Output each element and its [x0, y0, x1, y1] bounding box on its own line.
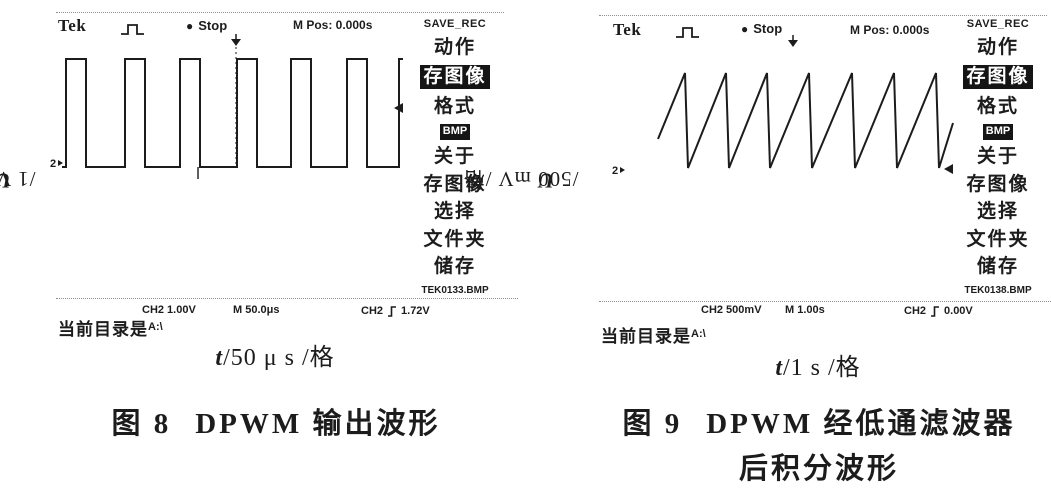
trigger-level-value: 1.72V	[401, 305, 430, 317]
oscilloscope-screenshot-fig9: Tek ● Stop M Pos: 0.000s SAVE_REC 动作 存图像…	[463, 10, 1051, 498]
m-pos-readout: M Pos: 0.000s	[850, 23, 930, 37]
menu-item-select-folder-line2: 文件夹	[966, 228, 1030, 250]
menu-file-name: TEK0138.BMP	[964, 284, 1032, 296]
menu-title: SAVE_REC	[966, 18, 1030, 30]
x-axis-scale: /50 μ s /格	[223, 345, 335, 371]
channel-scale-readout: CH2 500mV	[701, 304, 762, 316]
m-pos-readout: M Pos: 0.000s	[293, 18, 373, 32]
trigger-readout: CH2 1.72V	[361, 304, 430, 318]
run-state-label: Stop	[753, 21, 783, 36]
rising-edge-icon	[931, 306, 940, 317]
figure-title-line2: 后积分波形	[738, 452, 899, 485]
oscilloscope-screenshot-fig8: Tek ● Stop M Pos: 0.000s SAVE_REC 动作 存图像…	[0, 10, 535, 498]
x-axis-scale: /1 s /格	[782, 355, 861, 381]
save-rec-menu: SAVE_REC 动作 存图像 格式 BMP 关于 存图像 选择 文件夹 储存 …	[935, 18, 1051, 296]
screen-top-dotted-border	[56, 12, 504, 13]
menu-item-action: 动作	[433, 36, 476, 58]
trigger-readout: CH2 0.00V	[904, 304, 973, 318]
menu-item-about-line2: 存图像	[423, 173, 487, 195]
menu-item-about-line2: 存图像	[966, 173, 1030, 195]
menu-item-format: 格式	[433, 95, 476, 117]
figure-title-line1: DPWM 输出波形	[195, 408, 441, 440]
menu-item-select-line1: 选择	[433, 201, 476, 223]
x-axis-variable: t	[215, 345, 224, 371]
tek-logo: Tek	[58, 16, 87, 35]
figure-caption: 图 9 DPWM 经低通滤波器 后积分波形	[563, 402, 1051, 492]
stop-dot-icon: ●	[186, 18, 194, 33]
menu-item-format: 格式	[976, 95, 1019, 117]
menu-item-about-line1: 关于	[976, 146, 1019, 168]
menu-file-name: TEK0133.BMP	[421, 284, 489, 296]
save-rec-menu: SAVE_REC 动作 存图像 格式 BMP 关于 存图像 选择 文件夹 储存 …	[392, 18, 518, 296]
screen-bottom-dotted-border	[56, 298, 518, 299]
pulse-icon	[120, 21, 146, 42]
timebase-readout: M 1.00s	[785, 304, 825, 316]
current-directory-status: 当前目录是A:\	[601, 322, 706, 347]
tek-logo: Tek	[613, 20, 642, 39]
trigger-level-value: 0.00V	[944, 305, 973, 317]
acquisition-status: ● Stop	[186, 18, 227, 33]
figure-number: 图 8	[111, 408, 172, 440]
figure-title-line1: DPWM 经低通滤波器	[706, 408, 1016, 440]
directory-path: A:\	[148, 321, 163, 333]
current-directory-label: 当前目录是	[58, 320, 148, 339]
figure-caption: 图 8 DPWM 输出波形	[20, 402, 532, 447]
pulse-icon	[675, 24, 701, 45]
menu-item-save-image-selected: 存图像	[963, 65, 1033, 90]
directory-path: A:\	[691, 328, 706, 340]
acquisition-status: ● Stop	[741, 21, 782, 36]
current-directory-label: 当前目录是	[601, 327, 691, 346]
menu-item-select-folder-line2: 文件夹	[423, 228, 487, 250]
x-axis-label: t/1 s /格	[623, 347, 1013, 382]
menu-item-store: 储存	[976, 256, 1019, 278]
stop-dot-icon: ●	[741, 21, 749, 36]
menu-title: SAVE_REC	[423, 18, 487, 30]
rising-edge-icon	[388, 306, 397, 317]
timebase-readout: M 50.0μs	[233, 304, 280, 316]
screen-bottom-dotted-border	[599, 301, 1051, 302]
menu-item-about-line1: 关于	[433, 146, 476, 168]
bottom-readout-row: CH2 1.00V M 50.0μs CH2 1.72V	[20, 304, 535, 320]
run-state-label: Stop	[198, 18, 228, 33]
figure-number: 图 9	[622, 408, 683, 440]
x-axis-label: t/50 μ s /格	[80, 337, 470, 372]
bottom-readout-row: CH2 500mV M 1.00s CH2 0.00V	[563, 304, 1051, 320]
menu-item-action: 动作	[976, 36, 1019, 58]
current-directory-status: 当前目录是A:\	[58, 315, 163, 340]
trigger-source-label: CH2	[904, 305, 927, 317]
menu-item-select-line1: 选择	[976, 201, 1019, 223]
menu-item-format-bmp: BMP	[439, 124, 471, 140]
x-axis-variable: t	[775, 355, 783, 381]
menu-item-store: 储存	[433, 256, 476, 278]
trigger-source-label: CH2	[361, 305, 384, 317]
menu-item-save-image-selected: 存图像	[420, 65, 490, 90]
channel-scale-readout: CH2 1.00V	[142, 304, 196, 316]
menu-item-format-bmp: BMP	[982, 124, 1014, 140]
screen-top-dotted-border	[599, 15, 1047, 16]
